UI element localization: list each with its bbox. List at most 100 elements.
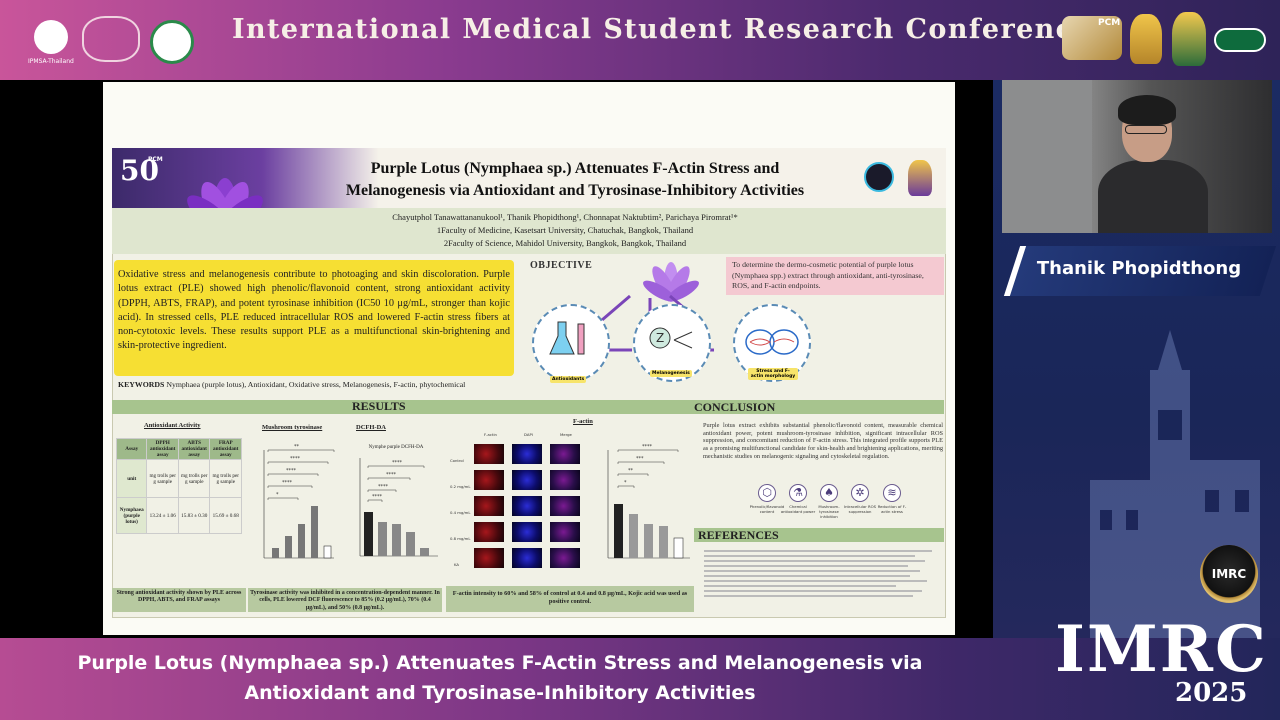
row-label-control: Control: [450, 458, 464, 463]
dapi-col-label: DAPI: [524, 432, 533, 437]
micrograph: [474, 470, 504, 490]
svg-text:****: ****: [286, 468, 297, 474]
svg-text:****: ****: [372, 494, 383, 500]
conference-banner: IPMSA-Thailand International Medical Stu…: [0, 0, 1280, 80]
factin-title: F-actin: [573, 418, 593, 425]
affiliation-1: 1Faculty of Medicine, Kasetsart Universi…: [436, 225, 694, 235]
royal-crest-poster-logo: [908, 160, 932, 196]
tyrosinase-caption: Tyrosinase activity was inhibited in a c…: [250, 590, 440, 611]
micrograph: [512, 496, 542, 516]
imrc-badge-label: IMRC: [1211, 567, 1247, 581]
table-header-cell: Assay: [115, 438, 148, 460]
conclusion-icon-label: Mushroom-tyrosinase inhibition: [818, 504, 840, 519]
conclusion-icon-phenolic: ⬡ Phenolic/flavonoid content: [749, 484, 785, 514]
micrograph: [512, 522, 542, 542]
svg-text:****: ****: [392, 460, 403, 466]
antioxidants-label: Antioxidants: [550, 376, 587, 383]
molecule-icon: ⬡: [758, 484, 776, 502]
melanogenesis-circle: [633, 304, 711, 382]
antioxidants-circle: [532, 304, 610, 382]
building-silhouette: [1090, 330, 1260, 640]
micrograph: [474, 522, 504, 542]
objective-title: OBJECTIVE: [530, 260, 593, 271]
caption-bar: [0, 638, 1280, 720]
dcfh-bar-chart: ****************: [359, 458, 438, 557]
results-bar: [112, 400, 944, 414]
abstract-box: [114, 260, 514, 376]
molecule-diagram-icon: Z: [649, 327, 693, 349]
micrograph: [474, 548, 504, 568]
factin-caption: F-actin intensity to 60% and 58% of cont…: [452, 590, 688, 605]
poster-50-logo: 50: [120, 154, 159, 187]
table-row: Nymphaea (purple lotus) 13.24 ± 1.06 15.…: [115, 497, 242, 534]
table-cell: mg trolls per g sample: [209, 459, 242, 498]
references-bar: [694, 528, 944, 542]
table-header-cell: ABTS antioxidant assay: [177, 438, 211, 460]
conclusion-icon-label: Chemical antioxidant power: [780, 504, 816, 514]
micrograph: [550, 470, 580, 490]
conference-title: International Medical Student Research C…: [232, 14, 1093, 45]
tyrosinase-bar-chart: ***************: [263, 444, 335, 559]
poster-pcm-label: PCM: [148, 156, 163, 163]
conclusion-icon-label: Reduction of F-actin stress: [877, 504, 907, 514]
svg-text:**: **: [294, 444, 300, 450]
amsa-logo: [82, 16, 140, 62]
speaker-video: [1002, 80, 1272, 233]
references-title: REFERENCES: [698, 528, 779, 542]
university-seal-logo: [150, 20, 194, 64]
imrc-wordmark: IMRC: [1055, 612, 1268, 687]
antioxidant-title: Antioxidant Activity: [144, 422, 201, 429]
conclusion-text: Purple lotus extract exhibits substantia…: [703, 422, 943, 460]
conclusion-icon-tyrosinase: ♠Mushroom-tyrosinase inhibition: [811, 484, 847, 519]
royal-crest-logo-1: [1130, 14, 1162, 64]
author-list: Chayutphol Tanawattananukool¹, Thanik Ph…: [392, 212, 738, 222]
objective-box: [726, 257, 944, 295]
table-row: unit mg trolls per g sample mg trolls pe…: [115, 459, 242, 498]
poster-title-line2: Melanogenesis via Antioxidant and Tyrosi…: [345, 182, 805, 199]
micrograph: [550, 444, 580, 464]
caption-line2: Antioxidant and Tyrosinase-Inhibitory Ac…: [244, 682, 756, 704]
factin-morphology-label: Stress and F-actin morphology: [748, 368, 798, 380]
row-label-ka: KA: [454, 562, 460, 567]
conclusion-icon-factin: ≋Reduction of F-actin stress: [874, 484, 910, 514]
tyrosinase-caption-box: [248, 588, 442, 612]
pcm-logo-label: PCM: [1098, 18, 1121, 28]
factin-col-label: F-actin: [484, 432, 497, 437]
ku-logo: [1214, 28, 1266, 52]
references-list: [704, 547, 944, 600]
objective-text: To determine the dermo-cosmetic potentia…: [732, 260, 924, 290]
table-header-cell: FRAP antioxidant assay: [209, 438, 242, 460]
ros-icon: ✲: [851, 484, 869, 502]
poster-title-line1: Purple Lotus (Nymphaea sp.) Attenuates F…: [370, 160, 780, 177]
row-label-04: 0.4 mg/mL: [450, 510, 471, 515]
antioxidant-caption-box: [112, 588, 246, 612]
factin-bar-chart: **********: [607, 444, 690, 559]
dcfh-subtitle: Nymphe purple DCFH-DA: [368, 445, 424, 450]
royal-crest-logo-2: [1172, 12, 1206, 66]
imrc-poster-logo: [864, 162, 894, 192]
abstract-text: Oxidative stress and melanogenesis contr…: [118, 269, 510, 352]
table-header-row: Assay DPPH antioxidant assay ABTS antiox…: [115, 438, 242, 460]
row-label-08: 0.8 mg/mL: [450, 536, 471, 541]
results-title: RESULTS: [352, 399, 406, 413]
table-cell: mg trolls per g sample: [177, 459, 211, 498]
dcfh-title: DCFH-DA: [356, 424, 386, 431]
micrograph: [550, 496, 580, 516]
row-label-02: 0.2 mg/mL: [450, 484, 471, 489]
conclusion-title: CONCLUSION: [694, 400, 776, 414]
flask-icon: ⚗: [789, 484, 807, 502]
table-cell: mg trolls per g sample: [146, 459, 179, 498]
conclusion-icon-ros: ✲Intracellular ROS suppression: [842, 484, 878, 514]
svg-text:****: ****: [386, 472, 397, 478]
svg-text:***: ***: [636, 456, 644, 462]
flask-icon: [549, 321, 585, 355]
keywords-label: KEYWORDS: [118, 380, 165, 389]
conclusion-icon-antioxidant: ⚗ Chemical antioxidant power: [780, 484, 816, 514]
objective-lotus-icon: [643, 262, 699, 302]
tyrosinase-title: Mushroom tyrosinase: [262, 424, 323, 431]
table-cell: 13.24 ± 1.06: [146, 497, 179, 534]
conclusion-icon-label: Phenolic/flavonoid content: [749, 504, 785, 514]
micrograph: [550, 548, 580, 568]
svg-text:****: ****: [642, 444, 653, 450]
svg-text:**: **: [628, 468, 634, 474]
